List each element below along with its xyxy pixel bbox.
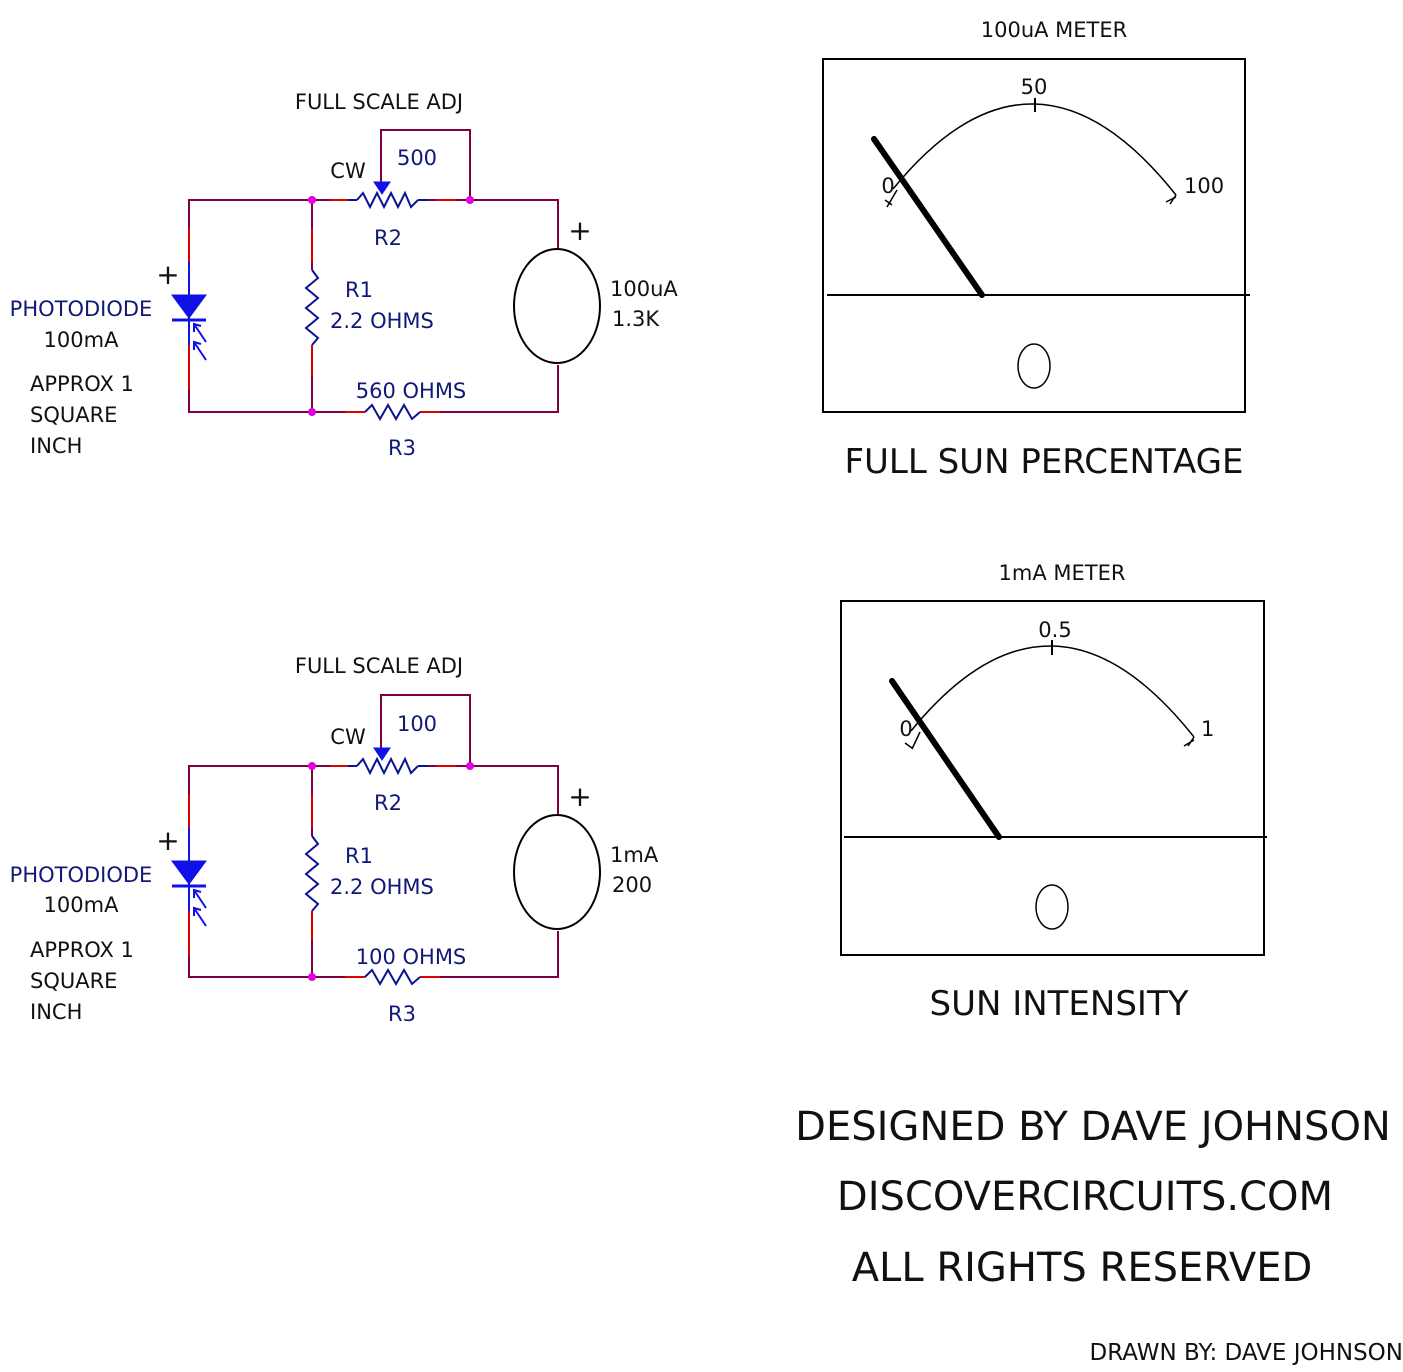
wiper-arrow-icon	[373, 747, 391, 761]
meter-plus: +	[568, 780, 591, 813]
photodiode-note-1: APPROX 1	[30, 938, 134, 962]
meter-caption: FULL SUN PERCENTAGE	[844, 442, 1243, 482]
photodiode-note-2: SQUARE	[30, 403, 117, 427]
circuit-bottom: FULL SCALE ADJ CW 100 R2	[10, 654, 659, 1026]
junction-node	[466, 762, 474, 770]
meter-face-100ua: 100uA METER 0 50 100 FULL SUN PERCENTAGE	[822, 18, 1250, 482]
credits: DESIGNED BY DAVE JOHNSON DISCOVERCIRCUIT…	[795, 1104, 1403, 1366]
diode-triangle-icon	[171, 860, 207, 885]
resistor-r1: R1 2.2 OHMS	[304, 835, 434, 912]
photodiode-note-3: INCH	[30, 434, 82, 458]
light-arrows-icon	[193, 322, 207, 361]
drawn-by: DRAWN BY: DAVE JOHNSON	[1089, 1340, 1403, 1366]
meter-rating: 1mA	[610, 843, 659, 867]
photodiode-note-3: INCH	[30, 1000, 82, 1024]
scale-label-min: 0	[899, 717, 912, 741]
full-scale-adj-label: FULL SCALE ADJ	[295, 654, 463, 678]
junction-node	[308, 196, 316, 204]
tick-0	[886, 189, 898, 208]
potentiometer-r2: CW 100 R2	[330, 712, 437, 815]
meter-frame	[822, 58, 1246, 413]
photodiode-name: PHOTODIODE	[10, 297, 153, 321]
junction-node	[466, 196, 474, 204]
scale-label-max: 1	[1201, 717, 1214, 741]
photodiode: + PHOTODIODE 100mA APPROX 1 SQUARE INCH	[10, 824, 207, 1024]
zero-adjust-screw-icon	[1017, 343, 1051, 389]
scale-label-mid: 0.5	[1038, 618, 1071, 642]
meter-plus: +	[568, 214, 591, 247]
resistor-r3: 560 OHMS R3	[356, 379, 467, 460]
junction-node	[308, 762, 316, 770]
junction-node	[308, 973, 316, 981]
r1-ref: R1	[345, 844, 373, 868]
photodiode-note-2: SQUARE	[30, 969, 117, 993]
scale-label-min: 0	[881, 174, 894, 198]
meter-rating: 100uA	[610, 277, 678, 301]
meter-circle	[513, 248, 601, 364]
meter-needle	[889, 678, 1002, 840]
meter-face-1ma: 1mA METER 0 0.5 1 SUN INTENSITY	[840, 561, 1267, 1024]
meter-title: 1mA METER	[999, 561, 1126, 585]
pot-value: 500	[397, 146, 437, 170]
light-arrows-icon	[193, 888, 207, 927]
photodiode-rating: 100mA	[44, 328, 120, 352]
meter-caption: SUN INTENSITY	[929, 984, 1188, 1024]
photodiode-rating: 100mA	[44, 893, 120, 917]
diode-triangle-icon	[171, 294, 207, 319]
r3-ref: R3	[388, 436, 416, 460]
wire-bottom-left	[188, 360, 363, 413]
meter-circle	[513, 814, 601, 930]
diode-plus: +	[156, 258, 179, 291]
wire-top-left	[188, 199, 348, 295]
wire-pot-loop	[380, 129, 471, 200]
wire-top-right	[420, 199, 559, 250]
circuit-top: FULL SCALE ADJ CW 500	[10, 90, 679, 460]
wire-bottom-right	[420, 365, 559, 413]
meter-title: 100uA METER	[981, 18, 1128, 42]
resistor-r3: 100 OHMS R3	[356, 945, 467, 1026]
meter-scale-arc	[910, 645, 1195, 738]
diode-plus: +	[156, 824, 179, 857]
meter-symbol: + 1mA 200	[513, 780, 659, 930]
pot-value: 100	[397, 712, 437, 736]
wires	[188, 129, 559, 413]
pot-ref: R2	[374, 226, 402, 250]
designed-by: DESIGNED BY DAVE JOHNSON	[795, 1104, 1391, 1150]
full-scale-adj-label: FULL SCALE ADJ	[295, 90, 463, 114]
potentiometer-r2: CW 500 R2	[330, 146, 437, 250]
r3-value: 560 OHMS	[356, 379, 467, 403]
scale-label-max: 100	[1184, 174, 1224, 198]
junction-node	[308, 408, 316, 416]
tick-0	[911, 731, 921, 750]
cw-label: CW	[330, 159, 366, 183]
meter-symbol: + 100uA 1.3K	[513, 214, 678, 364]
meter-frame	[840, 600, 1265, 956]
scale-label-mid: 50	[1021, 75, 1048, 99]
meter-resistance: 200	[612, 873, 652, 897]
wiper-arrow-icon	[373, 181, 391, 195]
pot-ref: R2	[374, 791, 402, 815]
r3-ref: R3	[388, 1002, 416, 1026]
photodiode: + PHOTODIODE 100mA APPROX 1 SQUARE INCH	[10, 258, 207, 458]
meter-resistance: 1.3K	[612, 307, 660, 331]
r3-value: 100 OHMS	[356, 945, 467, 969]
rights-notice: ALL RIGHTS RESERVED	[852, 1245, 1313, 1291]
meter-scale-arc	[892, 103, 1177, 196]
photodiode-name: PHOTODIODE	[10, 863, 153, 887]
cw-label: CW	[330, 725, 366, 749]
site-name: DISCOVERCIRCUITS.COM	[837, 1174, 1333, 1220]
tick-100	[1169, 194, 1177, 205]
wires	[188, 694, 559, 978]
zero-adjust-screw-icon	[1035, 884, 1069, 930]
meter-needle	[871, 136, 985, 298]
resistor-r1: R1 2.2 OHMS	[304, 269, 434, 346]
r1-value: 2.2 OHMS	[330, 875, 434, 899]
photodiode-note-1: APPROX 1	[30, 372, 134, 396]
r1-ref: R1	[345, 278, 373, 302]
r1-value: 2.2 OHMS	[330, 309, 434, 333]
